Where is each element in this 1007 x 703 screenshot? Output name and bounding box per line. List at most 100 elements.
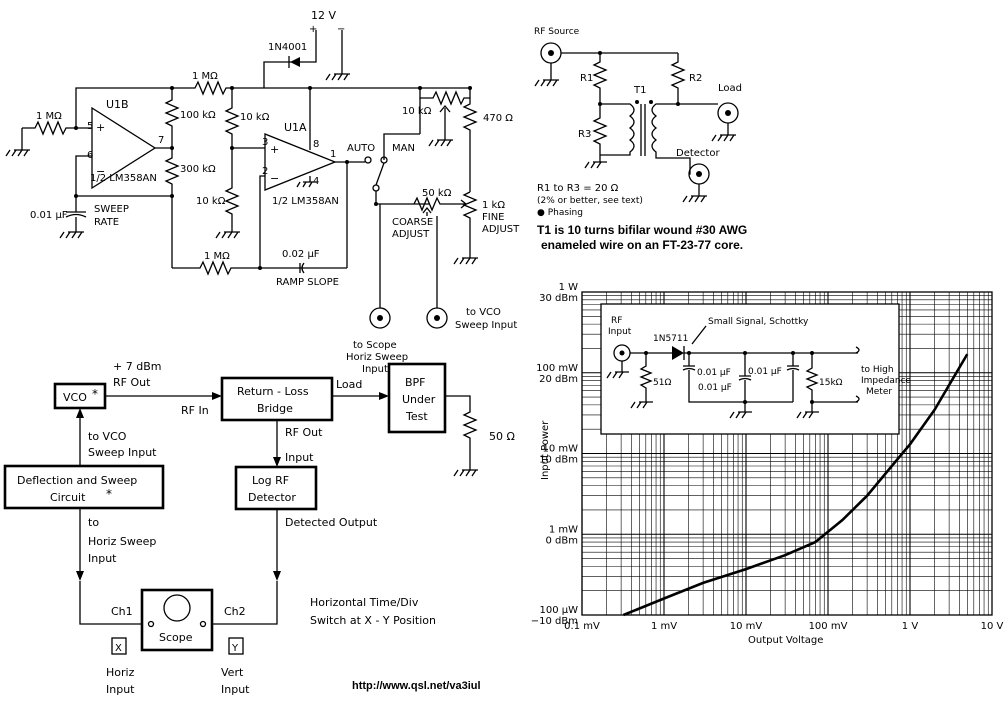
sweep-cap [59, 196, 87, 239]
svg-text:Input: Input [362, 364, 388, 375]
svg-text:AUTO: AUTO [347, 143, 375, 154]
svg-text:RF In: RF In [181, 404, 209, 417]
chart-y-tick-label: 10 mW [542, 444, 578, 455]
svg-text:Deflection and Sweep: Deflection and Sweep [17, 474, 137, 487]
svg-text:15kΩ: 15kΩ [819, 378, 843, 388]
svg-text:0.01 µF: 0.01 µF [697, 368, 731, 378]
svg-text:Ch1: Ch1 [111, 605, 133, 618]
svg-text:RF Out: RF Out [285, 426, 323, 439]
svg-text:+: + [270, 143, 279, 156]
svg-text:Detector: Detector [676, 148, 720, 159]
svg-text:1 MΩ: 1 MΩ [204, 251, 230, 262]
svg-text:Detected Output: Detected Output [285, 516, 378, 529]
u1a-opamp [264, 133, 337, 191]
svg-text:Detector: Detector [248, 491, 296, 504]
svg-text:Input: Input [88, 552, 117, 565]
svg-text:Scope: Scope [159, 631, 193, 644]
block-diagram: VCO * + 7 dBm RF Out RF In Return - Loss… [3, 360, 515, 696]
svg-text:COARSE: COARSE [392, 217, 433, 228]
chart-y-tick-label: 100 µW [539, 605, 578, 616]
chart-y-tick-label: 20 dBm [539, 374, 578, 385]
bpf-block [387, 362, 447, 434]
svg-text:VCO: VCO [63, 391, 87, 404]
scope-screen [163, 594, 191, 622]
svg-text:T1: T1 [633, 85, 646, 96]
svg-text:R1: R1 [580, 73, 593, 84]
chart-x-tick-label: 10 mV [730, 621, 763, 632]
svg-text:Log RF: Log RF [252, 474, 289, 487]
switch-auto[interactable] [364, 156, 372, 164]
svg-text:Vert: Vert [221, 666, 244, 679]
svg-text:Horiz: Horiz [106, 666, 135, 679]
chart-y-tick-label: 30 dBm [539, 293, 578, 304]
switch-arm[interactable] [375, 162, 385, 186]
svg-text:10 kΩ: 10 kΩ [402, 106, 432, 117]
svg-text:Sweep Input: Sweep Input [88, 446, 157, 459]
u1b-chip-label: 1/2 LM358AN [90, 173, 157, 184]
chart-x-label: Output Voltage [748, 635, 823, 646]
svg-text:50 Ω: 50 Ω [489, 430, 515, 443]
t1-caption-line2: enameled wire on an FT-23-77 core. [541, 238, 743, 252]
svg-text:0.01 µF: 0.01 µF [30, 210, 68, 221]
svg-text:to: to [88, 516, 99, 529]
bridge-circuit: RF Source R1 R2 R3 T1 Load Detector [534, 27, 747, 252]
svg-text:R1 to R3 = 20 Ω: R1 to R3 = 20 Ω [537, 183, 619, 194]
svg-text:Switch at X - Y Position: Switch at X - Y Position [310, 614, 436, 627]
svg-text:+ 7 dBm: + 7 dBm [113, 360, 161, 373]
y-input-box [228, 637, 244, 655]
svg-text:1 MΩ: 1 MΩ [192, 71, 218, 82]
svg-text:Input: Input [285, 451, 314, 464]
svg-text:R3: R3 [578, 129, 591, 140]
u1a-label: U1A [284, 121, 307, 134]
svg-text:SWEEP: SWEEP [94, 204, 129, 215]
svg-text:Return - Loss: Return - Loss [237, 385, 309, 398]
svg-text:10 kΩ: 10 kΩ [240, 112, 270, 123]
svg-text:Under: Under [402, 393, 436, 406]
svg-text:470 Ω: 470 Ω [483, 113, 513, 124]
svg-text:3: 3 [262, 137, 268, 148]
supply-label: 12 V [311, 9, 336, 22]
u1a-chip-label: 1/2 LM358AN [272, 196, 339, 207]
vco-sweep-connector[interactable] [426, 307, 448, 329]
svg-text:5: 5 [87, 121, 93, 132]
svg-text:Load: Load [336, 378, 362, 391]
svg-text:0.02 µF: 0.02 µF [282, 249, 320, 260]
svg-text:2: 2 [262, 166, 268, 177]
chart-x-tick-label: 0.1 mV [564, 621, 600, 632]
svg-text:300 kΩ: 300 kΩ [180, 164, 216, 175]
chart-series-line [622, 353, 969, 617]
x-input-box [111, 637, 127, 655]
u1b-opamp [91, 106, 157, 190]
svg-text:Impedance: Impedance [861, 376, 912, 386]
diode-1n4001 [290, 57, 300, 67]
svg-text:+: + [309, 24, 317, 35]
svg-text:100 kΩ: 100 kΩ [180, 110, 216, 121]
svg-text:FINE: FINE [482, 212, 505, 223]
svg-text:ADJUST: ADJUST [392, 229, 430, 240]
svg-text:RAMP SLOPE: RAMP SLOPE [276, 277, 339, 288]
detector-inset: RF Input 51Ω 1N5711 Small Signal, Schott… [600, 303, 912, 435]
svg-text:RATE: RATE [94, 217, 119, 228]
svg-text:Bridge: Bridge [257, 402, 293, 415]
scope-sweep-connector[interactable] [369, 307, 391, 329]
svg-text:to High: to High [861, 365, 894, 375]
rf-source-label: RF Source [534, 27, 580, 37]
svg-text:Y: Y [231, 643, 239, 654]
url-footer: http://www.qsl.net/va3iul [352, 680, 481, 692]
svg-text:50 kΩ: 50 kΩ [422, 188, 452, 199]
svg-text:R2: R2 [689, 73, 702, 84]
svg-text:10 kΩ: 10 kΩ [196, 196, 226, 207]
schottky-diode [672, 346, 684, 360]
svg-text:0.01 µF: 0.01 µF [698, 383, 732, 393]
chart-y-tick-label: 10 dBm [539, 455, 578, 466]
chart-y-tick-label: 100 mW [536, 363, 578, 374]
r-input [22, 120, 92, 136]
svg-text:ADJUST: ADJUST [482, 224, 520, 235]
svg-text:to VCO: to VCO [88, 430, 127, 443]
svg-text:Input: Input [221, 683, 250, 696]
